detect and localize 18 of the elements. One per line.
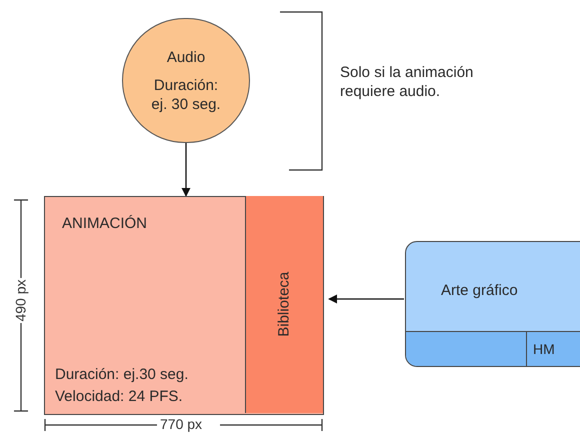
node-text: Biblioteca [274, 272, 294, 338]
node-text: Duración: ej. 30 seg. [150, 76, 222, 114]
arrow [328, 294, 404, 304]
source-cell [406, 331, 527, 366]
node-text: Velocidad: 24 PFS. [55, 387, 183, 407]
node-text: Arte gráfico [441, 281, 518, 301]
process-box [44, 196, 324, 415]
dimension-label: 490 px [12, 278, 30, 322]
source-cell [527, 331, 580, 366]
arrow [181, 143, 191, 197]
node-text: ANIMACIÓN [62, 214, 148, 234]
node-text: Audio [166, 48, 206, 68]
process-box [405, 241, 580, 367]
library-band [245, 196, 323, 413]
dimension-label: 770 px [160, 416, 202, 433]
node-text: HM [533, 340, 555, 359]
node-text: Duración: ej.30 seg. [55, 365, 188, 385]
note-text: Solo si la animación requiere audio. [340, 63, 474, 101]
